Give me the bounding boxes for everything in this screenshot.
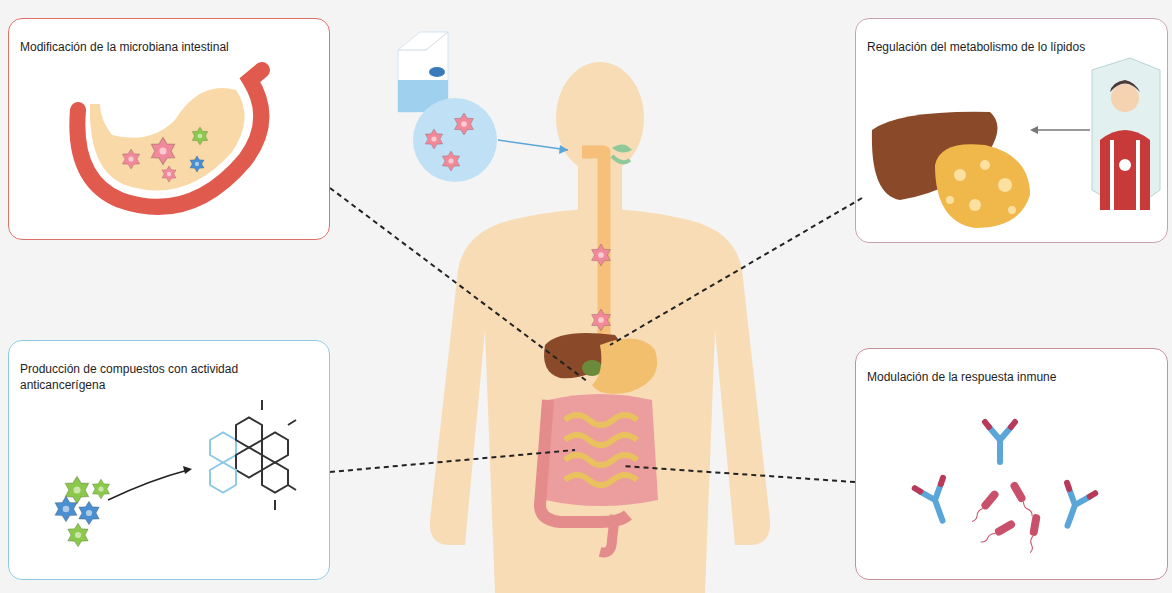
leader-lines (330, 188, 862, 482)
microbiota-box: Modificación de la microbiana intestinal (8, 18, 330, 240)
immune-box: Modulación de la respuesta inmune (855, 348, 1168, 580)
immune-icon (915, 422, 1096, 553)
digestive-organs (540, 333, 658, 553)
anticancer-box: Producción de compuestos con actividad a… (8, 340, 330, 580)
molecule-icon (55, 400, 296, 547)
box-heading: Regulación del metabolismo de lo lípidos (867, 39, 1157, 55)
lipid-box: Regulación del metabolismo de lo lípidos (855, 18, 1168, 243)
box-heading: Producción de compuestos con actividad a… (20, 361, 260, 393)
esophagus (582, 144, 632, 345)
liver-fat-icon (872, 58, 1160, 228)
box-heading: Modificación de la microbiana intestinal (20, 39, 320, 55)
stomach-icon (77, 70, 262, 207)
milk-carton (398, 32, 610, 331)
box-heading: Modulación de la respuesta inmune (867, 369, 1157, 385)
